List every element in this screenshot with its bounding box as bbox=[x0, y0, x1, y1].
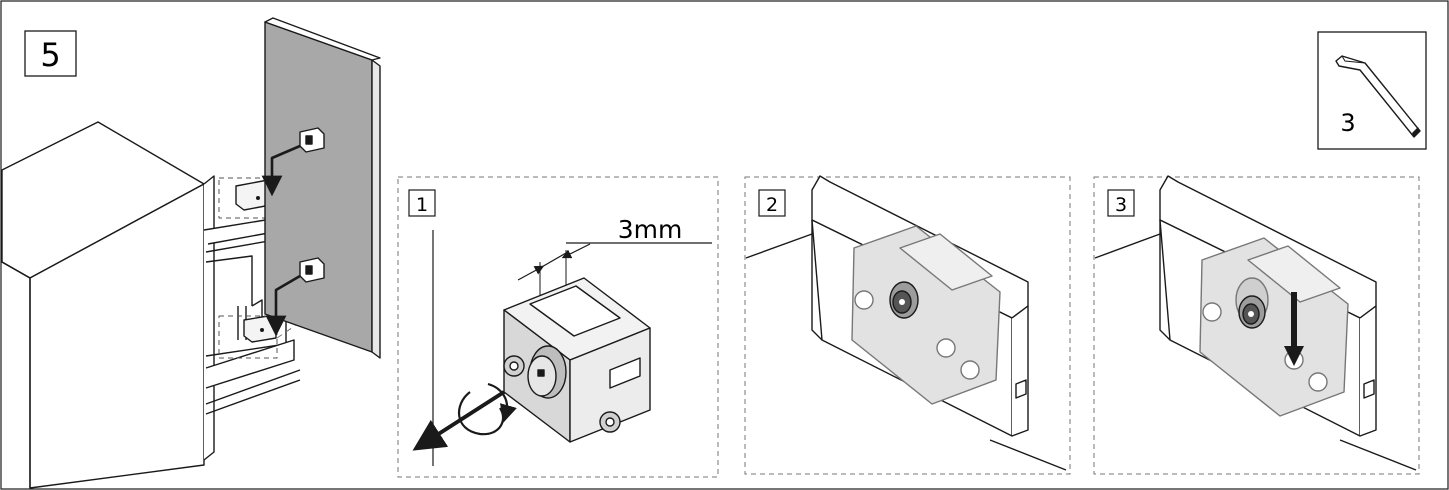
panel-1-number: 1 bbox=[416, 194, 428, 216]
panel-2-number: 2 bbox=[766, 194, 778, 216]
dimension-3mm: 3mm bbox=[517, 215, 712, 326]
step-number: 5 bbox=[40, 36, 60, 74]
dimension-label: 3mm bbox=[618, 215, 683, 244]
hex-key-icon bbox=[1335, 55, 1421, 138]
tool-size-label: 3 bbox=[1340, 109, 1355, 137]
panel-fitting-lower bbox=[299, 257, 325, 283]
detail-panel-1: 1 3mm bbox=[397, 176, 719, 478]
drawer-front-panel bbox=[264, 17, 381, 359]
cabinet-illustration bbox=[1, 17, 381, 489]
lower-bracket bbox=[243, 315, 277, 343]
bracket-body bbox=[503, 277, 651, 443]
detail-panel-3: 3 bbox=[1093, 175, 1420, 475]
panel-3-number: 3 bbox=[1115, 194, 1127, 216]
detail-panel-2: 2 bbox=[744, 175, 1071, 475]
panel-fitting-upper bbox=[299, 127, 325, 153]
step-number-box: 5 bbox=[24, 30, 77, 77]
tool-box: 3 bbox=[1317, 31, 1427, 150]
